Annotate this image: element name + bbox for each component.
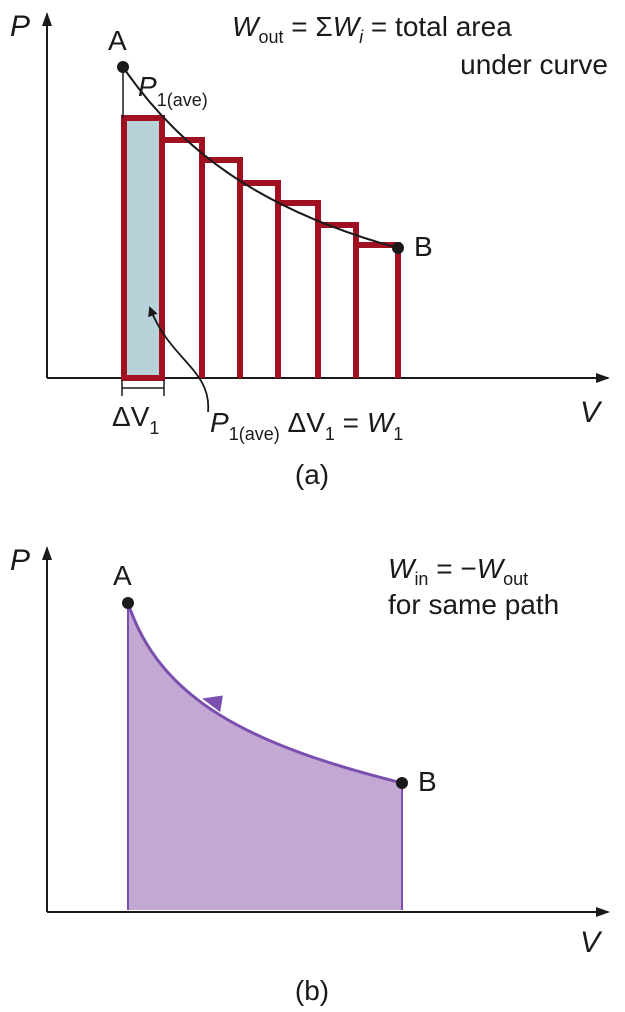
work-area <box>128 603 402 910</box>
point-b-label: B <box>414 231 433 262</box>
y-axis-label: P <box>10 544 30 577</box>
x-axis-label: V <box>580 396 603 429</box>
pv-curve <box>122 66 399 249</box>
p-ave-label: P1(ave) <box>138 71 208 110</box>
work-in-equation: Win = −Wout <box>388 553 528 589</box>
point-a <box>117 61 129 73</box>
work-in-equation-line2: for same path <box>388 589 559 620</box>
slice-work-formula: P1(ave) ΔV1 = W1 <box>210 407 403 444</box>
point-a-label: A <box>108 25 127 56</box>
point-a-label: A <box>113 560 132 591</box>
total-work-equation: Wout = ΣWi = total area <box>232 11 512 47</box>
point-b <box>396 777 408 789</box>
delta-v-label: ΔV1 <box>112 401 159 438</box>
y-axis-label: P <box>10 10 30 43</box>
point-b-label: B <box>418 766 437 797</box>
path-curve <box>126 602 403 785</box>
caption-b: (b) <box>295 975 329 1006</box>
panel-a: P V A B P1(ave) Wout = ΣWi = total area … <box>10 10 610 490</box>
direction-arrow <box>202 695 223 713</box>
total-work-equation-line2: under curve <box>460 49 608 80</box>
point-a <box>122 597 134 609</box>
x-axis-label: V <box>580 926 603 959</box>
point-b <box>392 242 404 254</box>
panel-b: P V A B Win = −Wout for same path (b) <box>10 544 610 1006</box>
pointer-arrow <box>148 306 209 413</box>
caption-a: (a) <box>295 459 329 490</box>
highlighted-slice <box>121 115 165 381</box>
